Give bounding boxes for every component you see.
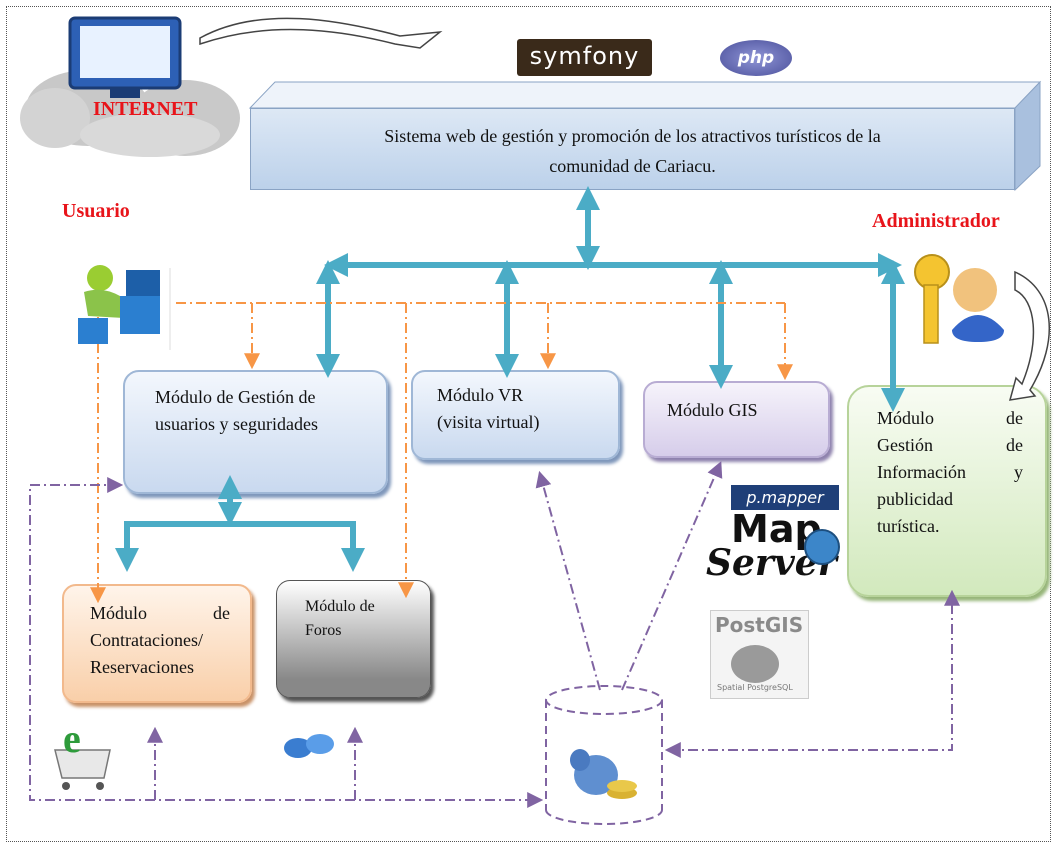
- module-info-l1b: de: [1006, 408, 1023, 428]
- administrador-label: Administrador: [872, 210, 1000, 232]
- module-info-l3b: y: [1014, 462, 1023, 482]
- module-vr: Módulo VR (visita virtual): [411, 370, 620, 460]
- globe-icon: [804, 529, 840, 565]
- main-bus: [115, 186, 905, 572]
- postgis-elephant-icon: [731, 645, 779, 683]
- system-box: Sistema web de gestión y promoción de lo…: [250, 108, 1015, 190]
- module-info-l4: publicidad: [877, 489, 953, 509]
- symfony-logo: symfony: [517, 39, 652, 76]
- chat-bubbles-icon: [284, 734, 334, 758]
- database-elephant-icon: [570, 749, 637, 799]
- module-vr-line2: (visita virtual): [437, 412, 540, 432]
- user-access-lines: [90, 302, 793, 604]
- curved-arrow-icon: [199, 17, 443, 49]
- ecommerce-cart-icon: e: [54, 716, 111, 790]
- module-info-l1a: Módulo: [877, 408, 935, 428]
- usuario-label: Usuario: [62, 200, 130, 222]
- computer-cloud-icon: [20, 16, 240, 157]
- module-gis-line1: Módulo GIS: [667, 400, 758, 420]
- svg-text:e: e: [63, 716, 81, 761]
- module-info-l3a: Información: [877, 462, 966, 482]
- system-title-line2: comunidad de Cariacu.: [549, 156, 716, 176]
- frame-border: [6, 6, 1051, 842]
- user-at-laptop-icon: [78, 265, 171, 350]
- pmapper-logo: p.mapper: [731, 485, 839, 510]
- database-cylinder: [545, 685, 663, 825]
- module-gestion-usuarios: Módulo de Gestión de usuarios y segurida…: [123, 370, 388, 494]
- module-info-l2b: de: [1006, 435, 1023, 455]
- admin-key-icon: [914, 254, 1050, 401]
- php-logo: php: [720, 40, 792, 76]
- module-gestion-line1: Módulo de Gestión de: [155, 387, 316, 407]
- data-access-lines: [29, 461, 960, 808]
- module-gis: Módulo GIS: [643, 381, 830, 458]
- module-vr-line1: Módulo VR: [437, 385, 524, 405]
- system-title-line1: Sistema web de gestión y promoción de lo…: [384, 126, 881, 146]
- internet-label: INTERNET: [93, 98, 198, 120]
- module-info-l2a: Gestión: [877, 435, 933, 455]
- module-gestion-line2: usuarios y seguridades: [155, 414, 318, 434]
- module-informacion: Módulo de Gestión de Información y publicid…: [847, 385, 1047, 597]
- module-info-l5: turística.: [877, 516, 940, 536]
